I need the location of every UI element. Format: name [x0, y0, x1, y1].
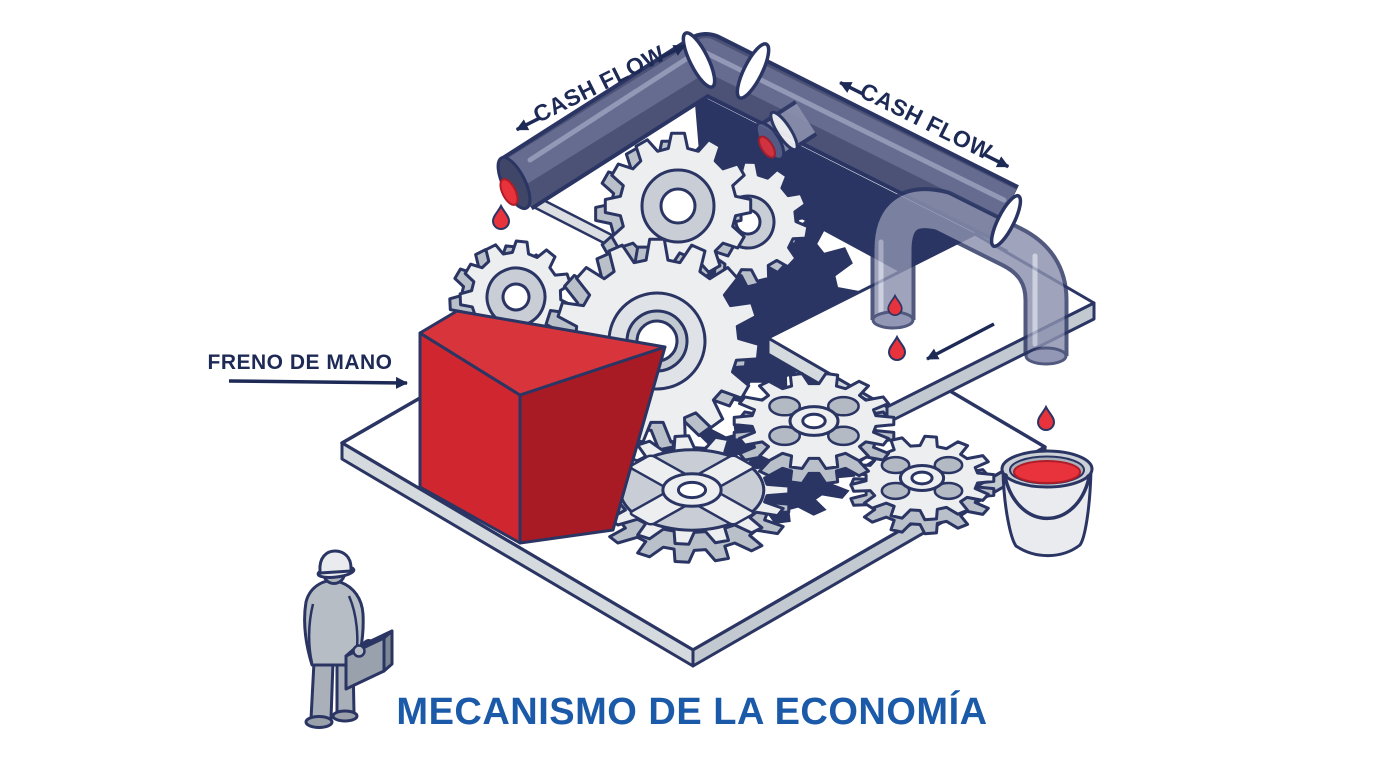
gear [596, 133, 751, 286]
pipe-liquid-left [499, 178, 519, 206]
handbrake-label: FRENO DE MANO [208, 351, 393, 374]
u-pipe-body [874, 191, 1065, 356]
cash-flow-arrow-right-out [984, 153, 1010, 169]
handbrake-wedge [418, 309, 667, 545]
pipe-collar [735, 42, 771, 100]
pipe-collar [989, 193, 1023, 249]
figure-arm-left-crease [307, 603, 315, 664]
gear-cluster-front [734, 374, 994, 534]
cash-flow-arrow-left-out [515, 116, 541, 132]
liquid-drop [887, 334, 907, 361]
stub-liquid [758, 135, 776, 159]
bucket-handle [1003, 476, 1091, 521]
platform-flow-arrow [926, 322, 995, 361]
bucket-body [1001, 468, 1093, 558]
figure-shoe [331, 709, 359, 723]
flat-gear [596, 436, 789, 563]
flat-gear [734, 374, 894, 484]
illustration-title: MECANISMO DE LA ECONOMÍA [396, 689, 987, 733]
cash-flow-arrow-left-out [839, 80, 865, 96]
wedge-face-top [418, 309, 667, 397]
bucket-handle-mount [1002, 473, 1008, 479]
liquid-drops [491, 203, 1056, 431]
pipe-collar [769, 110, 799, 152]
liquid-drop [491, 203, 511, 230]
figure-shoe [304, 715, 334, 729]
liquid-drop [887, 293, 903, 317]
figure-hand [352, 644, 366, 658]
engineer-figure [303, 549, 394, 729]
translucent-pipes [870, 187, 1069, 366]
bucket [1000, 449, 1094, 558]
cash-flow-arrow-right-out [660, 43, 686, 59]
liquid-drop [1036, 404, 1056, 431]
flat-gear [851, 436, 994, 533]
bucket-handle-mount [1086, 474, 1092, 480]
briefcase [344, 636, 386, 691]
u-pipe-open-end-right [1024, 346, 1068, 366]
drip-stub-pipe [754, 100, 818, 161]
pipe-collar [681, 31, 717, 89]
cash-flow-pipes [496, 31, 1019, 241]
hard-hat [318, 549, 353, 575]
bucket-liquid [1013, 460, 1081, 484]
figure-leg-left [309, 660, 335, 721]
handbrake-arrow [228, 376, 408, 389]
